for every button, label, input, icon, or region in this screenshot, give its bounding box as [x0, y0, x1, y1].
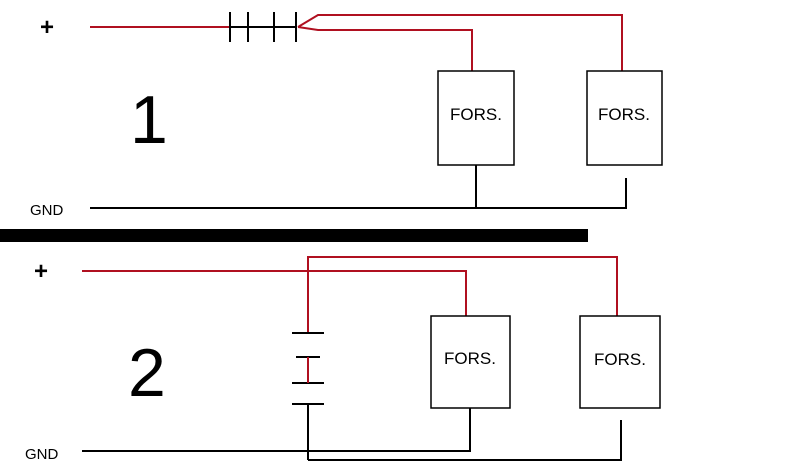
- diagram-2-ground-return-wire: [308, 420, 622, 461]
- diagram-2-fors-box-right: FORS.: [579, 315, 661, 409]
- diagram-2-battery: [292, 332, 324, 460]
- fors-box-label: FORS.: [450, 105, 502, 124]
- diagram-1-positive-wire-right: [297, 14, 623, 71]
- diagram-1-ground-wire: [90, 178, 627, 209]
- section-divider: [0, 229, 588, 242]
- fors-box-label: FORS.: [594, 350, 646, 369]
- diagram-2-number: 2: [128, 335, 166, 411]
- diagram-1-positive-wire-left: [297, 26, 473, 71]
- diagram-1-plus-label: +: [40, 14, 54, 41]
- diagram-2-ground-wire: [82, 408, 471, 452]
- fors-box-frame: [437, 70, 515, 166]
- fors-box-frame: [579, 315, 661, 409]
- diagram-1-gnd-label: GND: [30, 202, 64, 219]
- diagram-1-fors-box-right: FORS.: [586, 70, 663, 166]
- fors-box-label: FORS.: [444, 349, 496, 368]
- diagram-2-fors-box-left: FORS.: [430, 315, 511, 409]
- fors-box-frame: [586, 70, 663, 166]
- diagram-1-number: 1: [130, 82, 168, 158]
- diagram-2-positive-wire-right: [307, 256, 618, 333]
- fors-box-label: FORS.: [598, 105, 650, 124]
- diagram-2-plus-label: +: [34, 258, 48, 285]
- diagram-2-positive-wire-left: [82, 270, 467, 316]
- diagram-1-fors-box-left: FORS.: [437, 70, 515, 166]
- diagram-2-gnd-label: GND: [25, 446, 59, 463]
- diagram-2: + 2 GND FORS. FORS.: [25, 256, 661, 463]
- diagram-1: + 1 GND FORS. FORS.: [30, 12, 663, 219]
- diagram-1-battery: [229, 12, 297, 42]
